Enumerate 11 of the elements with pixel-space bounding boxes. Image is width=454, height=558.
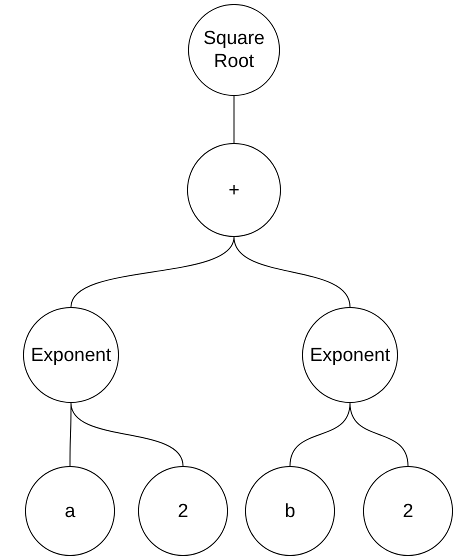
node-label: b [284, 500, 296, 522]
node-label: Square Root [202, 27, 266, 73]
connector-line [350, 402, 408, 466]
node-label: a [64, 500, 76, 522]
node-label: 2 [178, 500, 188, 522]
node-label: 2 [402, 500, 414, 522]
connector-line [70, 402, 184, 466]
connector-line [234, 236, 350, 308]
node-label: + [228, 178, 240, 202]
node-label: Exponent [310, 344, 390, 366]
node-label: Exponent [30, 344, 112, 366]
